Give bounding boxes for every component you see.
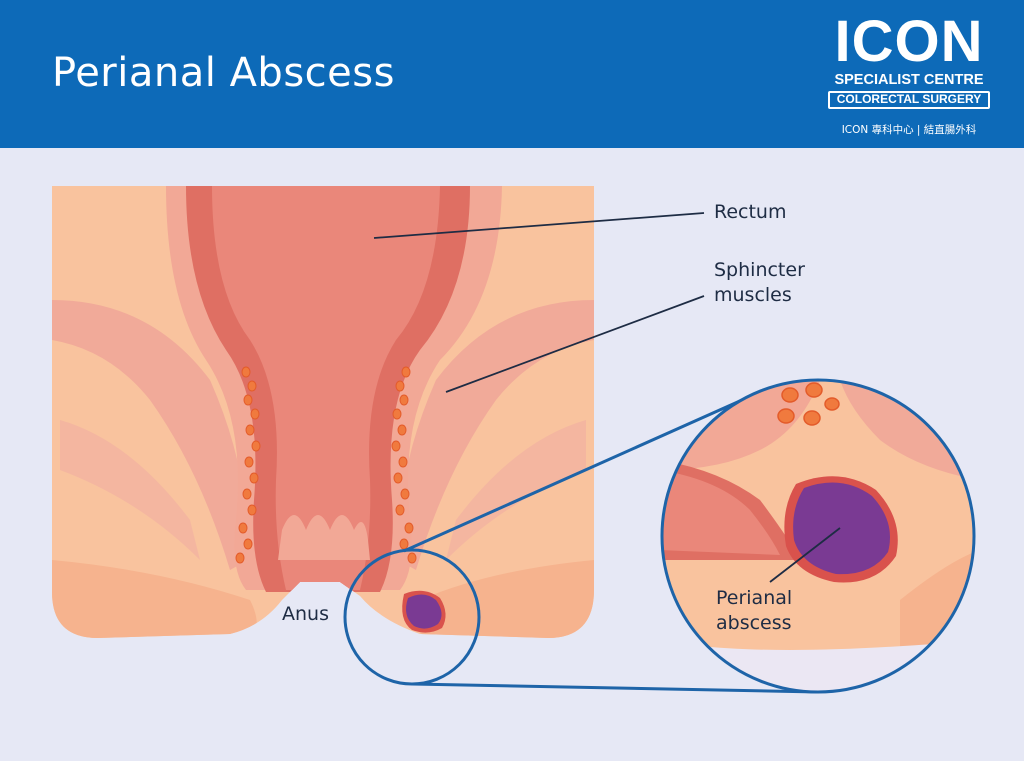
left-anal-glands	[235, 366, 261, 564]
left-levator-muscle	[52, 300, 249, 570]
zoom-ring	[660, 378, 976, 694]
right-buttock-fold	[414, 560, 594, 638]
anus-label: Anus	[282, 603, 329, 625]
right-anal-glands	[391, 366, 417, 564]
zoom-connector-top	[403, 390, 761, 553]
right-levator-muscle	[397, 300, 594, 570]
abscess-leader-line	[769, 527, 841, 583]
anatomy-diagram	[52, 186, 976, 694]
sphincter-leader-line	[445, 295, 705, 393]
header-banner: Perianal Abscess	[0, 0, 1024, 148]
left-fat-pad	[60, 420, 200, 560]
logo-chinese-line: ICON 專科中心 | 結直腸外科	[841, 124, 977, 136]
anal-columns	[278, 515, 370, 560]
zoomed-inset	[662, 380, 974, 692]
pelvis-cross-section	[52, 186, 594, 638]
logo-department: COLORECTAL SURGERY	[828, 91, 990, 109]
logo-wordmark: ICON	[834, 9, 984, 74]
rectum-lumen	[212, 186, 440, 590]
inset-anal-glands	[777, 382, 840, 426]
page-title: Perianal Abscess	[52, 50, 395, 96]
right-fat-pad	[446, 420, 586, 560]
logo-subtitle: SPECIALIST CENTRE	[834, 72, 984, 88]
perianal-abscess-label: Perianal abscess	[716, 587, 793, 634]
left-buttock-fold	[52, 560, 257, 638]
small-abscess	[406, 594, 442, 629]
rectum-leader-line	[373, 212, 705, 239]
zoom-connector-bottom	[411, 682, 819, 694]
icon-logo: ICON SPECIALIST CENTRE COLORECTAL SURGER…	[826, 9, 992, 109]
leader-lines	[373, 212, 841, 583]
sphincter-muscles-label: Sphincter muscles	[714, 259, 805, 306]
small-abscess-view	[402, 590, 446, 633]
rectum-label: Rectum	[714, 201, 787, 223]
inset-abscess	[793, 482, 890, 575]
